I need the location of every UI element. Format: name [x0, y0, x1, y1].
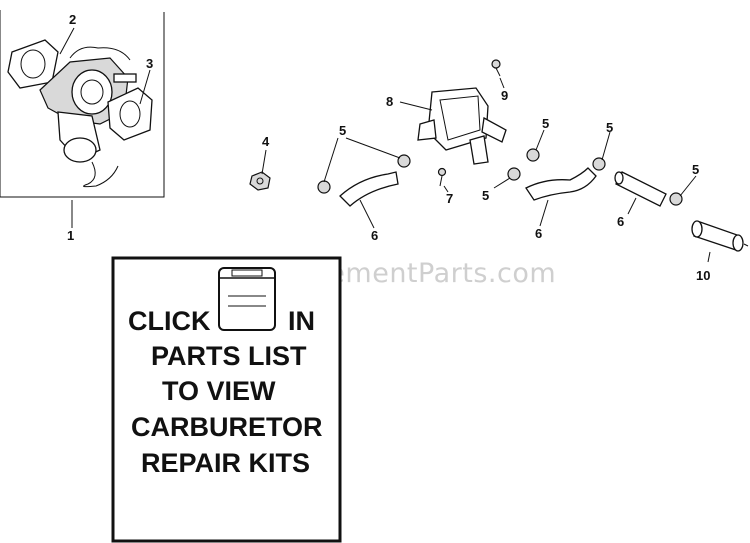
callout-4: 4 — [262, 134, 270, 149]
repair-kit-notice[interactable]: CLICK IN PARTS LIST TO VIEW CARBURETOR R… — [111, 256, 342, 543]
callout-5c: 5 — [606, 120, 613, 135]
hose-clamp-parts[interactable] — [317, 148, 683, 206]
part-4-nut[interactable] — [249, 171, 271, 191]
part-10-fuel-filter[interactable] — [691, 220, 749, 252]
part-6-hose-left[interactable] — [339, 171, 399, 207]
notice-line-3: TO VIEW — [162, 376, 276, 406]
part-8-fuel-pump[interactable] — [417, 87, 507, 165]
callout-7: 7 — [446, 191, 453, 206]
callout-8: 8 — [386, 94, 393, 109]
callout-10: 10 — [696, 268, 710, 283]
repair-kit-bag-icon — [218, 267, 276, 331]
part-6-hose-right[interactable] — [614, 171, 667, 207]
notice-line-4: CARBURETOR — [131, 412, 323, 442]
callout-2: 2 — [69, 12, 76, 27]
callout-6a: 6 — [371, 228, 378, 243]
callout-labels: 1 2 3 4 5 5 5 5 5 6 6 6 7 8 9 10 — [67, 12, 710, 283]
callout-5b: 5 — [542, 116, 549, 131]
notice-in-word: IN — [288, 306, 315, 336]
callout-5a: 5 — [339, 123, 346, 138]
part-9-screw[interactable] — [491, 59, 501, 77]
callout-3: 3 — [146, 56, 153, 71]
leader-lines — [59, 27, 711, 263]
part-7-screw[interactable] — [437, 167, 447, 187]
part-6-hose-middle[interactable] — [525, 167, 597, 201]
notice-line-2: PARTS LIST — [151, 341, 307, 371]
callout-6b: 6 — [535, 226, 542, 241]
callout-5d: 5 — [482, 188, 489, 203]
carburetor-assembly[interactable] — [0, 10, 165, 198]
callout-9: 9 — [501, 88, 508, 103]
callout-5e: 5 — [692, 162, 699, 177]
callout-6c: 6 — [617, 214, 624, 229]
callout-1: 1 — [67, 228, 74, 243]
notice-click-word: CLICK — [128, 306, 211, 336]
notice-line-5: REPAIR KITS — [141, 448, 310, 478]
